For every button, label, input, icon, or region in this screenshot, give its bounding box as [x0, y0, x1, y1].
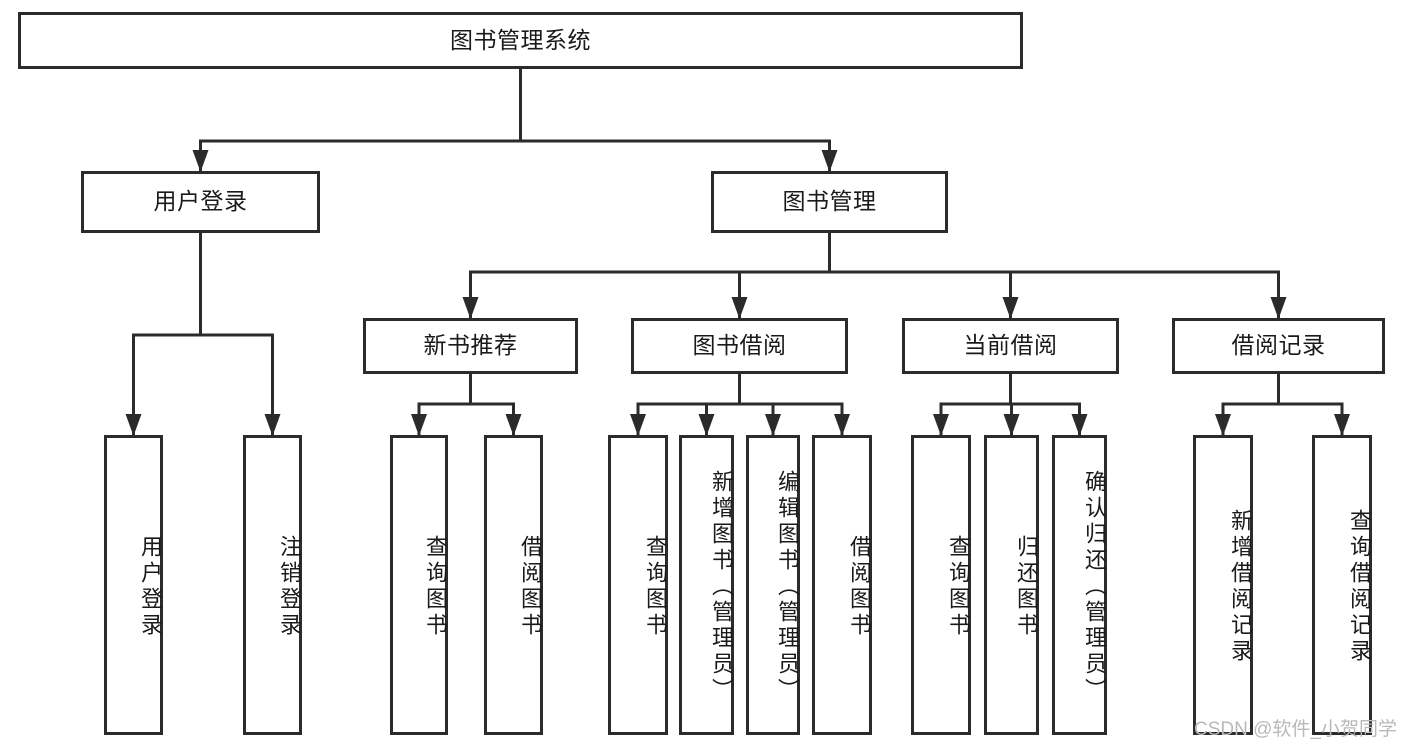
arrow-head-icon: [125, 414, 142, 436]
root-node-box: [18, 12, 1023, 69]
arrow-head-icon: [192, 150, 209, 172]
level3-node-box: [1172, 318, 1385, 374]
arrow-head-icon: [264, 414, 281, 436]
arrow-head-icon: [462, 297, 479, 319]
level2-node-box: [711, 171, 948, 233]
leaf-node-box: [484, 435, 543, 735]
arrow-head-icon: [834, 414, 850, 436]
leaf-node-box: [1193, 435, 1253, 735]
level3-node-box: [363, 318, 578, 374]
arrow-head-icon: [731, 297, 748, 319]
leaf-node-box: [243, 435, 302, 735]
arrow-head-icon: [1071, 414, 1088, 436]
arrow-head-icon: [505, 414, 522, 436]
connector-layer: [125, 67, 1350, 436]
arrow-head-icon: [411, 414, 427, 436]
arrow-head-icon: [933, 414, 949, 436]
arrow-head-icon: [1270, 297, 1287, 319]
leaf-node-box: [390, 435, 448, 735]
leaf-node-box: [1052, 435, 1107, 735]
level2-node-box: [81, 171, 320, 233]
leaf-node-box: [984, 435, 1039, 735]
arrow-head-icon: [1003, 414, 1020, 436]
arrow-head-icon: [698, 414, 715, 436]
leaf-node-box: [1312, 435, 1372, 735]
leaf-node-box: [911, 435, 971, 735]
arrow-head-icon: [821, 150, 838, 172]
leaf-node-box: [812, 435, 872, 735]
arrow-head-icon: [630, 414, 646, 436]
arrow-head-icon: [1334, 414, 1350, 436]
arrow-head-icon: [765, 414, 781, 436]
leaf-node-box: [679, 435, 734, 735]
level3-node-box: [902, 318, 1119, 374]
leaf-node-box: [104, 435, 163, 735]
arrow-head-icon: [1002, 297, 1019, 319]
arrow-head-icon: [1215, 414, 1231, 436]
leaf-node-box: [746, 435, 800, 735]
leaf-node-box: [608, 435, 668, 735]
node-box-layer: [18, 12, 1385, 735]
level3-node-box: [631, 318, 848, 374]
